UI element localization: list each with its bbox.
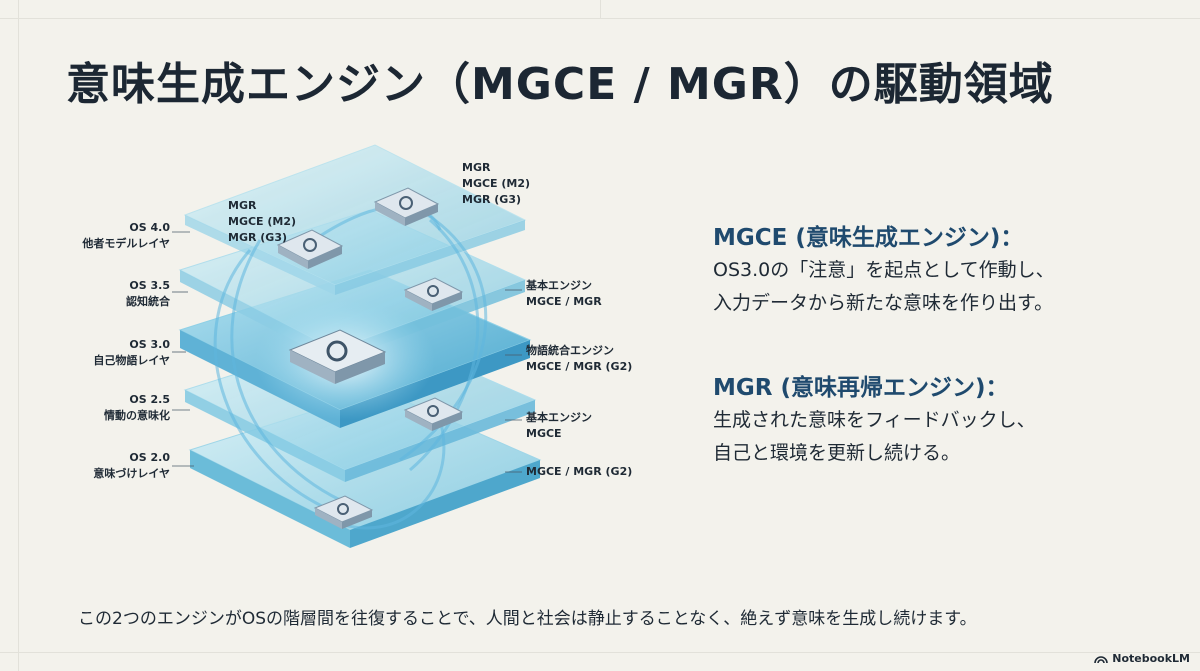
- label-os-3-0-version: OS 3.0: [129, 338, 170, 351]
- label-right-2-0-line-1: MGCE / MGR (G2): [526, 465, 633, 478]
- chip-top-left: [276, 229, 344, 269]
- chip-layer-3-5: [403, 277, 464, 311]
- mgr-line-2: 自己と環境を更新し続ける。: [713, 442, 961, 464]
- chip-top-right: [373, 187, 440, 226]
- chip-label-top-right-line-3: MGR (G3): [462, 193, 522, 206]
- mgce-line-1: OS3.0の「注意」を起点として作動し、: [713, 259, 1055, 281]
- label-right-2-5: 基本エンジン MGCE: [526, 410, 592, 442]
- page-title: 意味生成エンジン（MGCE / MGR）の駆動領域: [66, 59, 1054, 110]
- chip-label-top-left-line-1: MGR: [228, 199, 257, 212]
- label-os-2-5: OS 2.5 情動の意味化: [60, 392, 170, 424]
- brand-name: NotebookLM: [1112, 652, 1190, 665]
- label-right-3-5-line-2: MGCE / MGR: [526, 295, 602, 308]
- mgce-line-2: 入力データから新たな意味を作り出す。: [713, 292, 1054, 314]
- chip-label-top-right-line-1: MGR: [462, 161, 491, 174]
- mgce-description: OS3.0の「注意」を起点として作動し、 入力データから新たな意味を作り出す。: [713, 254, 1055, 320]
- label-right-3-0-line-1: 物語統合エンジン: [526, 344, 614, 357]
- label-os-4-0-name: 他者モデルレイヤ: [82, 237, 170, 250]
- chip-center: [288, 329, 387, 384]
- leader-lines: [172, 231, 522, 473]
- label-os-3-5-name: 認知統合: [126, 295, 170, 308]
- label-right-3-0: 物語統合エンジン MGCE / MGR (G2): [526, 343, 632, 375]
- footer-caption: この2つのエンジンがOSの階層間を往復することで、人間と社会は静止することなく、…: [78, 609, 977, 629]
- label-os-4-0-version: OS 4.0: [129, 221, 170, 234]
- chip-bottom: [313, 495, 374, 529]
- mgr-heading: MGR (意味再帰エンジン)：: [713, 375, 1009, 401]
- layer-diagram: OS 4.0 他者モデルレイヤ OS 3.5 認知統合 OS 3.0 自己物語レ…: [0, 130, 680, 590]
- chip-label-top-right-line-2: MGCE (M2): [462, 177, 531, 190]
- label-os-2-0-name: 意味づけレイヤ: [93, 467, 170, 480]
- label-right-2-0: MGCE / MGR (G2): [526, 464, 632, 480]
- label-right-3-5-line-1: 基本エンジン: [526, 279, 592, 292]
- chip-layer-2-5: [403, 397, 464, 431]
- mgr-description: 生成された意味をフィードバックし、 自己と環境を更新し続ける。: [713, 404, 1036, 470]
- chip-label-top-right: MGR MGCE (M2) MGR (G3): [462, 160, 530, 208]
- mgr-line-1: 生成された意味をフィードバックし、: [713, 409, 1036, 431]
- label-right-3-0-line-2: MGCE / MGR (G2): [526, 360, 633, 373]
- label-os-2-5-version: OS 2.5: [129, 393, 170, 406]
- label-os-3-5-version: OS 3.5: [129, 279, 170, 292]
- grid-line-left: [18, 0, 19, 671]
- label-os-2-0-version: OS 2.0: [129, 451, 170, 464]
- chip-label-top-left: MGR MGCE (M2) MGR (G3): [228, 198, 296, 246]
- label-right-2-5-line-2: MGCE: [526, 427, 562, 440]
- chip-label-top-left-line-2: MGCE (M2): [228, 215, 297, 228]
- brand-watermark: NotebookLM: [1094, 652, 1190, 665]
- label-right-2-5-line-1: 基本エンジン: [526, 411, 592, 424]
- label-os-3-5: OS 3.5 認知統合: [60, 278, 170, 310]
- notebooklm-logo-icon: [1094, 655, 1109, 663]
- grid-line-right: [600, 0, 601, 18]
- layer-stack-graphic: [172, 144, 542, 548]
- label-os-3-0-name: 自己物語レイヤ: [93, 354, 170, 367]
- label-os-4-0: OS 4.0 他者モデルレイヤ: [60, 220, 170, 252]
- layer-os-4-0: [183, 144, 527, 295]
- chip-label-top-left-line-3: MGR (G3): [228, 231, 288, 244]
- label-os-2-5-name: 情動の意味化: [104, 409, 170, 422]
- label-right-3-5: 基本エンジン MGCE / MGR: [526, 278, 602, 310]
- label-os-2-0: OS 2.0 意味づけレイヤ: [60, 450, 170, 482]
- mgce-heading: MGCE (意味生成エンジン)：: [713, 225, 1024, 251]
- grid-line-top: [0, 18, 1200, 19]
- grid-line-bottom: [0, 652, 1200, 653]
- label-os-3-0: OS 3.0 自己物語レイヤ: [60, 337, 170, 369]
